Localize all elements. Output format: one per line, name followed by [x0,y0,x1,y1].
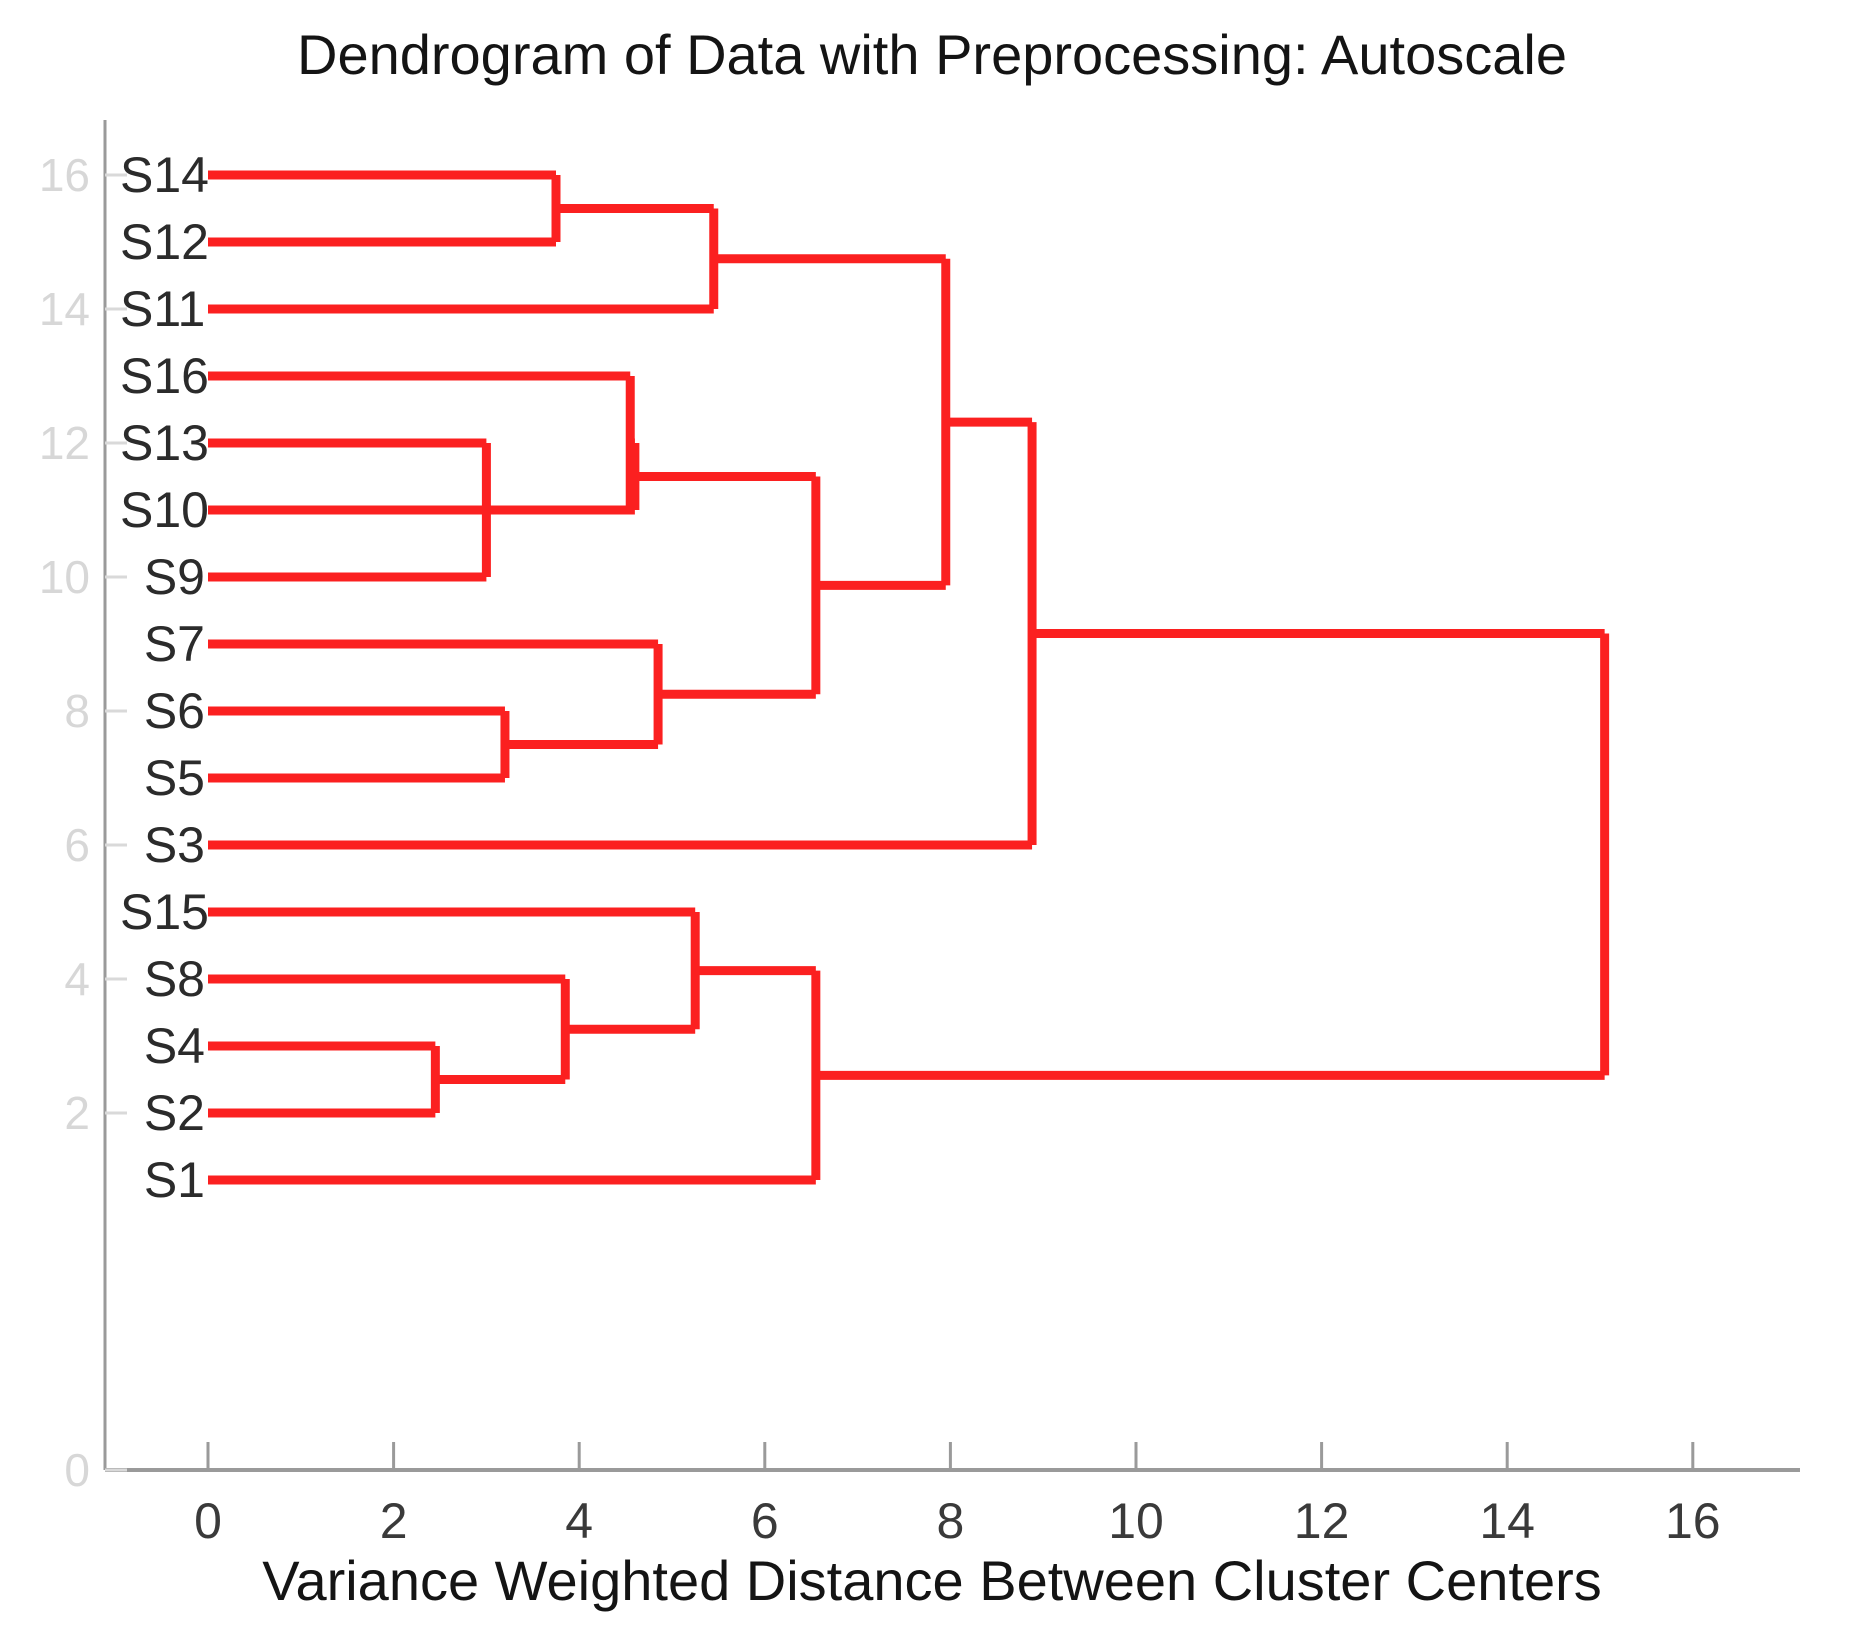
chart-title: Dendrogram of Data with Preprocessing: A… [297,23,1567,86]
leaf-label-s4: S4 [143,1018,205,1074]
leaf-label-s11: S11 [120,281,206,337]
leaf-label-s8: S8 [143,951,205,1007]
leaf-label-s10: S10 [120,482,209,538]
x-tick-label: 2 [379,1493,408,1549]
x-tick-label: 8 [936,1493,965,1549]
y-tick-label: 8 [64,685,90,737]
x-tick-label: 4 [565,1493,594,1549]
y-tick-label: 4 [64,953,90,1005]
leaf-label-s14: S14 [120,147,209,203]
y-tick-label: 6 [64,819,90,871]
y-tick-label: 14 [38,283,90,335]
leaf-label-s5: S5 [143,750,205,806]
y-tick-label: 0 [64,1444,90,1496]
x-tick-label: 16 [1664,1493,1721,1549]
leaf-label-s13: S13 [120,415,209,471]
leaf-label-s2: S2 [143,1085,205,1141]
leaf-label-s15: S15 [120,884,209,940]
x-tick-label: 0 [194,1493,222,1549]
leaf-label-s6: S6 [143,683,205,739]
x-tick-label: 10 [1108,1493,1164,1549]
y-tick-label: 2 [64,1087,90,1139]
x-tick-label: 14 [1479,1493,1535,1549]
x-tick-label: 6 [750,1493,779,1549]
x-axis-label: Variance Weighted Distance Between Clust… [262,1549,1602,1612]
leaf-label-s1: S1 [143,1152,205,1208]
x-tick-label: 12 [1293,1493,1350,1549]
y-tick-label: 10 [38,551,90,603]
leaf-label-s3: S3 [143,817,205,873]
dendrogram-branches [208,170,1610,1185]
y-tick-label: 12 [38,417,90,469]
leaf-label-s16: S16 [120,348,209,404]
leaf-label-s9: S9 [143,549,205,605]
leaf-label-s7: S7 [143,616,205,672]
leaf-label-s12: S12 [120,214,209,270]
y-tick-label: 16 [38,149,90,201]
